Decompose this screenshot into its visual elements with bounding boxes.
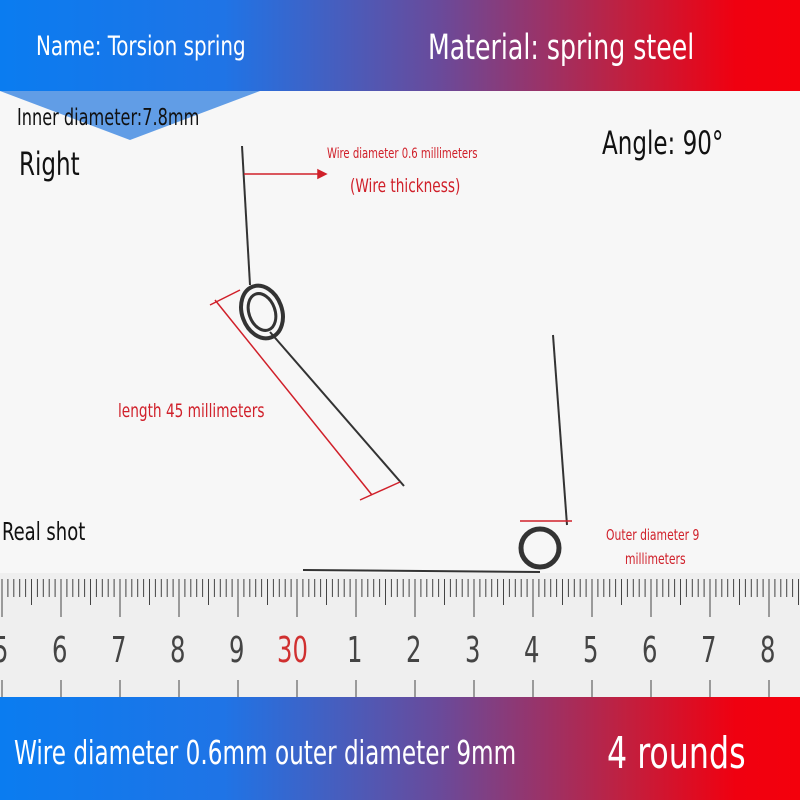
top-banner xyxy=(0,0,800,91)
ruler-label: 2 xyxy=(406,630,422,671)
ruler xyxy=(0,573,800,697)
banner-pointer xyxy=(0,91,260,140)
length-label: length 45 millimeters xyxy=(118,400,265,422)
ruler-label: 1 xyxy=(347,630,363,671)
ruler-label: 5 xyxy=(0,630,8,671)
ruler-label: 9 xyxy=(229,630,245,671)
torsion-spring-2 xyxy=(302,334,568,573)
ruler-label: 8 xyxy=(760,630,776,671)
ruler-label: 5 xyxy=(583,630,599,671)
bottom-banner xyxy=(0,697,800,800)
dimension-lines xyxy=(209,168,600,575)
direction-label: Right xyxy=(19,145,80,183)
wire-thickness-label: (Wire thickness) xyxy=(350,175,461,197)
footer-rounds: 4 rounds xyxy=(607,728,746,779)
ruler-label: 6 xyxy=(642,630,658,671)
product-material: Material: spring steel xyxy=(428,28,695,68)
ruler-label: 3 xyxy=(465,630,481,671)
footer-specs: Wire diameter 0.6mm outer diameter 9mm xyxy=(14,733,517,772)
ruler-label: 6 xyxy=(52,630,68,671)
product-name: Name: Torsion spring xyxy=(36,31,246,62)
ruler-label: 8 xyxy=(170,630,186,671)
inner-diameter-label: Inner diameter:7.8mm xyxy=(17,105,200,131)
torsion-spring-1 xyxy=(239,145,405,487)
ruler-label: 4 xyxy=(524,630,540,671)
wire-diameter-label: Wire diameter 0.6 millimeters xyxy=(327,146,478,162)
outer-diameter-label-1: Outer diameter 9 xyxy=(606,526,700,544)
outer-diameter-label-2: millimeters xyxy=(625,550,686,568)
ruler-label: 7 xyxy=(111,630,127,671)
real-shot-label: Real shot xyxy=(2,517,86,546)
ruler-label: 7 xyxy=(701,630,717,671)
ruler-label: 30 xyxy=(277,630,308,671)
angle-label: Angle: 90° xyxy=(602,124,724,162)
